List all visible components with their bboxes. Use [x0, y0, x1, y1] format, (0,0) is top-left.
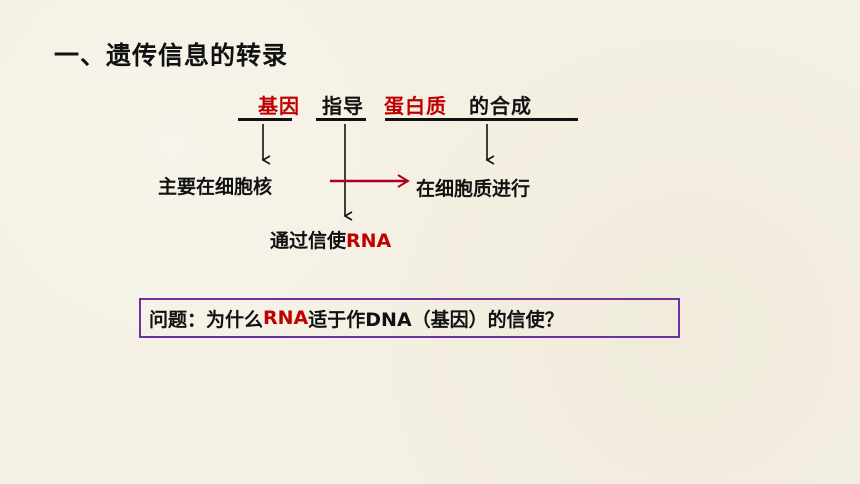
word-synthesis: 的合成	[469, 94, 532, 118]
question-suffix: 适于作DNA（基因）的信使？	[308, 308, 564, 331]
word-gene: 基因	[258, 94, 300, 118]
word-protein: 蛋白质	[384, 94, 447, 118]
section-title: 一、遗传信息的转录	[54, 41, 289, 70]
underline-guide	[316, 118, 366, 121]
underline-gene	[238, 118, 292, 121]
word-guide: 指导	[322, 94, 364, 118]
note-messenger-prefix: 通过信使	[270, 230, 347, 252]
note-messenger: 通过信使RNA	[270, 226, 391, 253]
underline-protein-synthesis	[385, 118, 578, 121]
note-cytoplasm: 在细胞质进行	[416, 178, 531, 200]
question-prefix: 问题：为什么	[149, 308, 264, 331]
note-messenger-rna: RNA	[346, 230, 392, 252]
note-nucleus: 主要在细胞核	[158, 176, 273, 198]
question-rna: RNA	[263, 307, 309, 329]
